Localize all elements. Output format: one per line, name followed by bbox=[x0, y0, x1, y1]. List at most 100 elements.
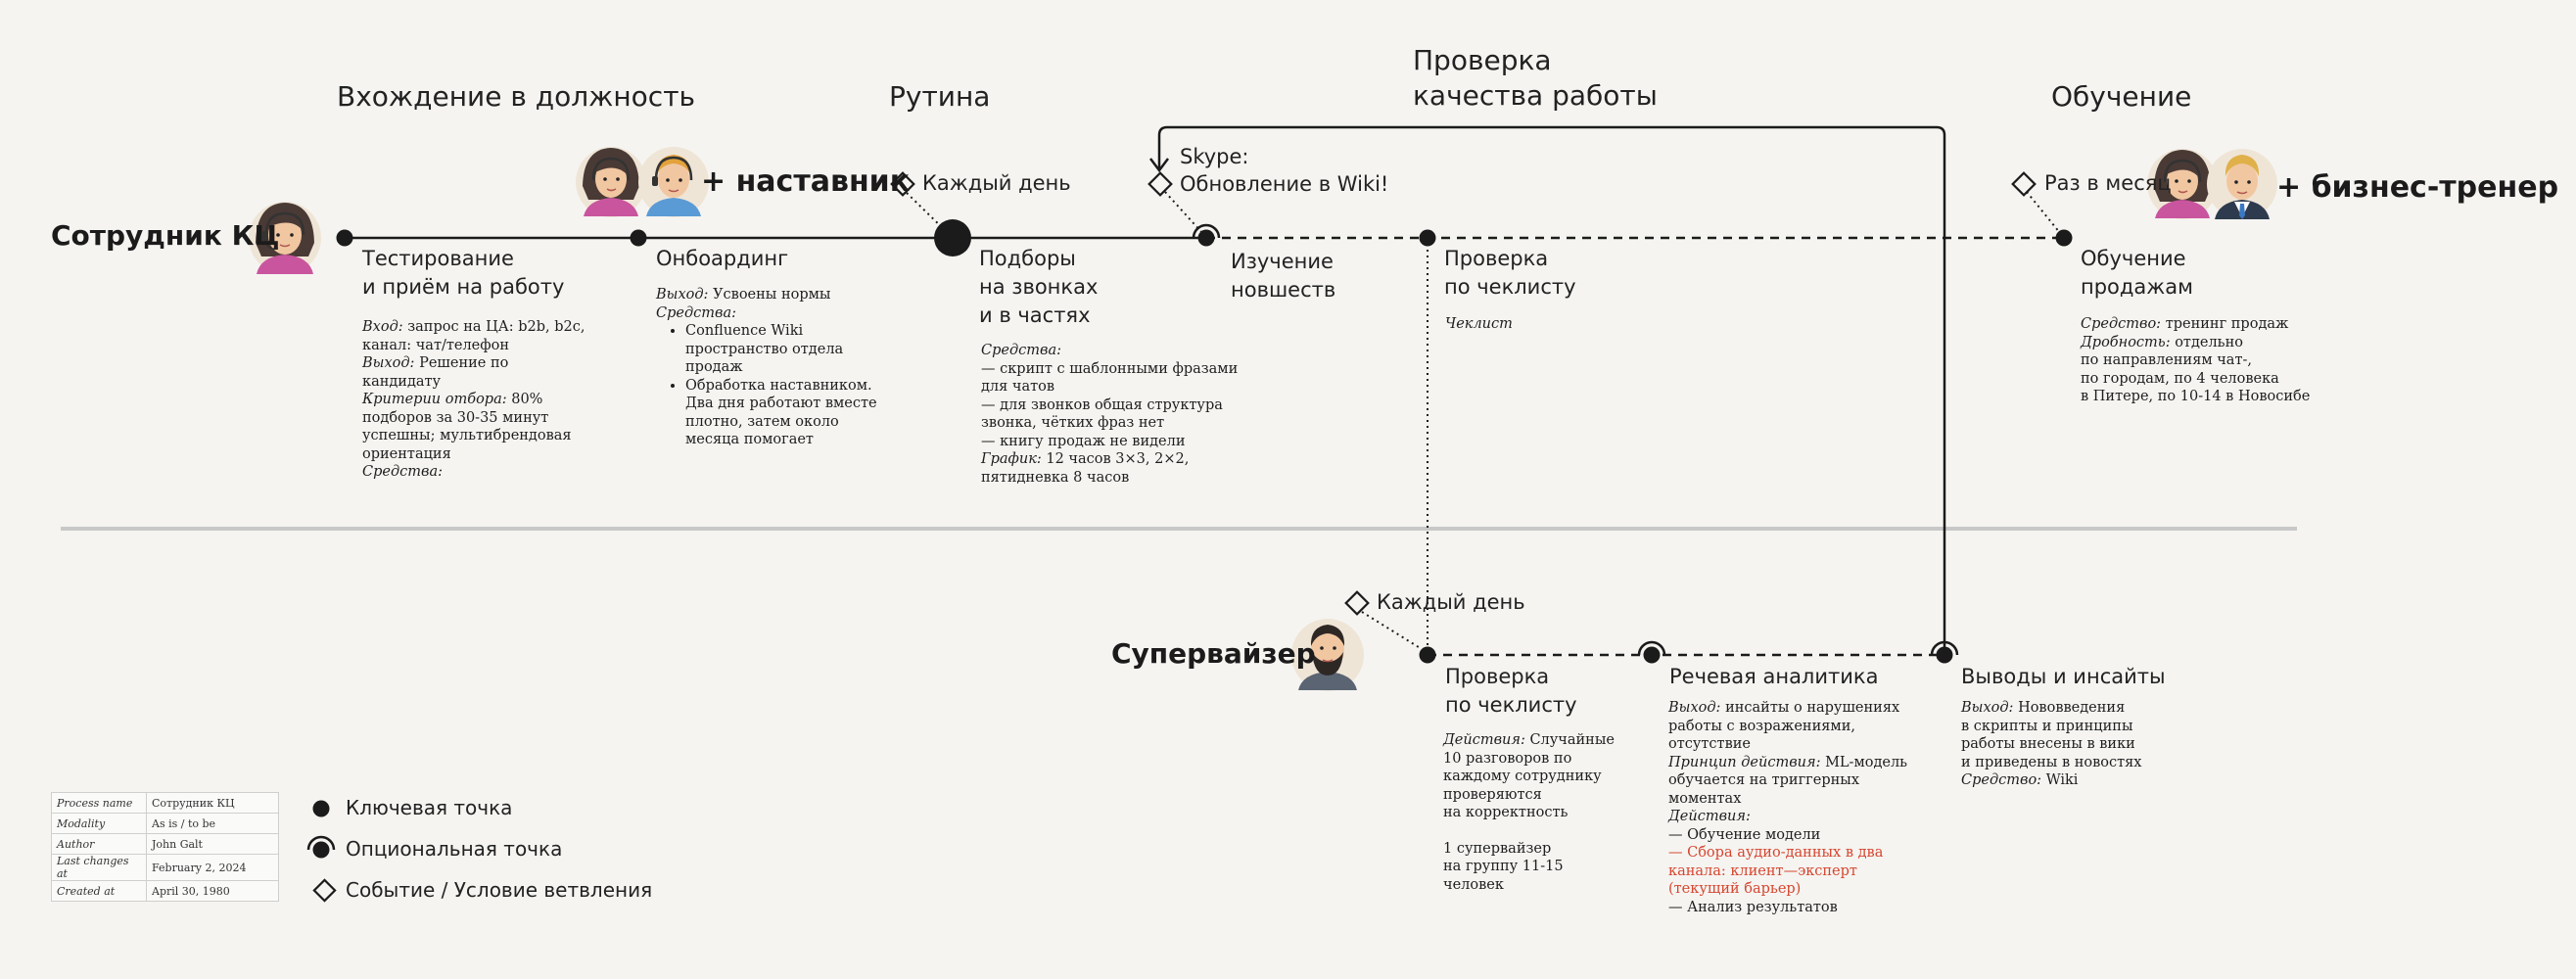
detail-line: в Питере, по 10-14 в Новосибе bbox=[2081, 389, 2311, 404]
detail-line: звонка, чётких фраз нет bbox=[981, 415, 1165, 431]
detail-line: успешны; мультибрендовая bbox=[362, 428, 572, 443]
step-supervisor-check-details: Действия: Случайные 10 разговоров по каж… bbox=[1443, 731, 1615, 894]
condition-skype: Skype: Обновление в Wiki! bbox=[1180, 143, 1388, 198]
meta-value: Сотрудник КЦ bbox=[146, 792, 279, 814]
supervisor-label: Супервайзер bbox=[1111, 637, 1316, 670]
detail-value: Усвоены нормы bbox=[713, 287, 831, 303]
step-checklist-title: Проверка по чеклисту bbox=[1444, 245, 1576, 302]
supervisor-avatar bbox=[1291, 619, 1364, 691]
detail-line: работы с возражениями, bbox=[1668, 718, 1855, 734]
step-title-line: Тестирование bbox=[362, 247, 514, 270]
step-onboarding-details: Выход: Усвоены нормы Средства: Confluenc… bbox=[656, 286, 877, 449]
detail-value: Wiki bbox=[2045, 772, 2079, 788]
detail-key: Критерии отбора: bbox=[362, 392, 507, 407]
detail-line: проверяются bbox=[1443, 786, 1542, 803]
detail-line: каждому сотруднику bbox=[1443, 769, 1602, 784]
condition-daily: Каждый день bbox=[922, 171, 1071, 195]
detail-value: отдельно bbox=[2175, 334, 2243, 350]
detail-line: — Обучение модели bbox=[1668, 826, 1821, 843]
feedback-loop bbox=[1157, 125, 1946, 655]
list-item: Обработка наставником. Два дня работают … bbox=[685, 377, 877, 449]
step-sales-training-title: Обучение продажам bbox=[2081, 245, 2193, 302]
event-skype-diamond bbox=[1147, 171, 1173, 197]
meta-key: Created at bbox=[51, 880, 147, 902]
legend-key-icon bbox=[312, 800, 330, 817]
step-title-line: новшеств bbox=[1231, 278, 1336, 302]
step-title-line: Проверка bbox=[1444, 247, 1549, 270]
detail-line: 1 супервайзер bbox=[1443, 840, 1552, 857]
step-sales-training-details: Средство: тренинг продаж Дробность: отде… bbox=[2081, 315, 2310, 406]
detail-value: 80% bbox=[511, 392, 543, 407]
meta-value: John Galt bbox=[146, 833, 279, 855]
supervisor-daily-connector bbox=[1361, 611, 1423, 650]
step-title-line: Обучение bbox=[2081, 247, 2186, 270]
condition-supervisor-daily: Каждый день bbox=[1377, 590, 1525, 614]
detail-line: моментах bbox=[1668, 790, 1742, 807]
detail-value: 12 часов 3×3, 2×2, bbox=[1046, 451, 1190, 467]
step-title-line: по чеклисту bbox=[1444, 275, 1576, 299]
detail-key: Принцип действия: bbox=[1668, 754, 1821, 770]
legend-event-label: Событие / Условие ветвления bbox=[346, 878, 653, 902]
meta-value: As is / to be bbox=[146, 813, 279, 834]
step-insights-details: Выход: Нововведения в скрипты и принципы… bbox=[1961, 699, 2141, 790]
detail-line: — для звонков общая структура bbox=[981, 396, 1223, 413]
key-point-onboarding bbox=[630, 229, 647, 247]
detail-value: Решение по bbox=[419, 355, 509, 371]
detail-line: работы внесены в вики bbox=[1961, 736, 2135, 752]
key-point-testing bbox=[336, 229, 353, 247]
event-monthly-diamond bbox=[2011, 171, 2037, 197]
detail-value: Нововведения bbox=[2018, 700, 2126, 716]
event-supervisor-daily-diamond bbox=[1344, 590, 1370, 616]
detail-line: кандидату bbox=[362, 373, 442, 390]
employee-label: Сотрудник КЦ bbox=[51, 219, 280, 252]
optional-point-insights bbox=[1930, 640, 1959, 664]
step-onboarding-title: Онбоардинг bbox=[656, 247, 789, 270]
trainer-male-avatar bbox=[2207, 149, 2277, 219]
key-point-training bbox=[2055, 229, 2073, 247]
legend-key-label: Ключевая точка bbox=[346, 796, 513, 819]
step-calls-title: Подборы на звонках и в частях bbox=[979, 245, 1098, 330]
detail-line: человек bbox=[1443, 876, 1504, 893]
step-title-line: и приём на работу bbox=[362, 275, 565, 299]
stage-onboarding-title: Вхождение в должность bbox=[337, 80, 696, 113]
step-news-title: Изучение новшеств bbox=[1231, 248, 1335, 304]
detail-key: Дробность: bbox=[2081, 334, 2171, 350]
step-title-line: Изучение bbox=[1231, 250, 1334, 273]
detail-value: тренинг продаж bbox=[2165, 316, 2289, 332]
detail-line: — книгу продаж не видели bbox=[981, 433, 1186, 449]
employee-avatar bbox=[249, 202, 321, 274]
step-title-line: продажам bbox=[2081, 275, 2193, 299]
detail-value: Случайные bbox=[1529, 732, 1615, 748]
detail-key: Выход: bbox=[362, 355, 415, 371]
optional-point-speech bbox=[1637, 640, 1666, 664]
detail-value: ML-модель bbox=[1825, 754, 1908, 770]
detail-line: и приведены в новостях bbox=[1961, 754, 2142, 770]
meta-key: Author bbox=[51, 833, 147, 855]
detail-line: Обработка наставником. bbox=[685, 377, 872, 394]
detail-key: Средство: bbox=[1961, 772, 2042, 788]
event-daily-diamond bbox=[890, 171, 915, 197]
detail-line: ориентация bbox=[362, 445, 451, 462]
detail-value: запрос на ЦА: b2b, b2c, bbox=[407, 319, 585, 335]
detail-line: продаж bbox=[685, 359, 743, 375]
trainer-label: + бизнес-тренер bbox=[2276, 170, 2559, 205]
step-speech-title: Речевая аналитика bbox=[1669, 665, 1879, 688]
detail-line: Два дня работают вместе bbox=[685, 396, 877, 411]
meta-key: Last changes at bbox=[51, 854, 147, 881]
step-checklist-details: Чеклист bbox=[1445, 315, 1513, 334]
daily-connector bbox=[906, 192, 951, 236]
barrier-line: канала: клиент—эксперт bbox=[1668, 862, 1857, 879]
step-title-line: и в частях bbox=[979, 303, 1091, 327]
key-point-routine bbox=[934, 219, 971, 256]
detail-line: — Анализ результатов bbox=[1668, 899, 1838, 915]
step-insights-title: Выводы и инсайты bbox=[1961, 665, 2166, 688]
detail-line: 10 разговоров по bbox=[1443, 750, 1572, 767]
condition-monthly: Раз в месяц bbox=[2044, 171, 2172, 195]
meta-value: February 2, 2024 bbox=[146, 854, 279, 881]
detail-key: График: bbox=[981, 451, 1042, 467]
detail-line: пространство отдела bbox=[685, 341, 844, 357]
detail-line: пятидневка 8 часов bbox=[981, 469, 1130, 486]
barrier-line: — Сбора аудио-данных в два bbox=[1668, 845, 1884, 861]
